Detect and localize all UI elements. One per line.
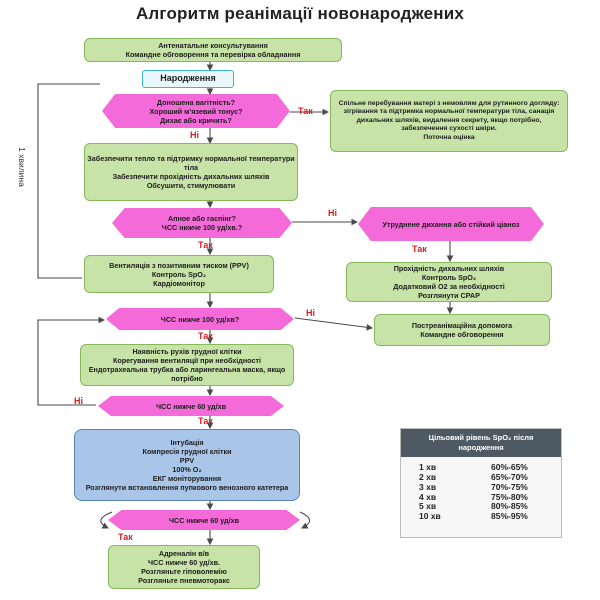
- airway-line-2: Контроль SpO₂: [421, 273, 477, 282]
- warmth-airway-box: Забезпечити тепло та підтримку нормально…: [84, 143, 298, 201]
- spo2-row: 1 хв 60%-65%: [419, 462, 553, 473]
- birth-label: Народження: [160, 73, 216, 84]
- spo2-time: 4 хв: [419, 491, 437, 502]
- decision-hr100: ЧСС нижче 100 уд/хв?: [106, 308, 294, 330]
- intubation-line-3: PPV: [179, 456, 195, 465]
- spo2-table-header: Цільовий рівень SpO₂ після народження: [401, 429, 561, 458]
- spo2-time: 2 хв: [419, 472, 437, 483]
- adrenaline-line-3: Розгляньте гіповолемію: [141, 567, 227, 576]
- routine-care-box: Спільне перебування матері з немовлям дл…: [330, 90, 568, 152]
- spo2-range: 65%-70%: [491, 472, 528, 483]
- q-hr100-text: ЧСС нижче 100 уд/хв?: [160, 314, 240, 324]
- label-no-apnea: Ні: [328, 208, 337, 218]
- spo2-range: 85%-95%: [491, 511, 528, 522]
- chest-line-3: Ендотрахеальна трубка або ларингеальна м…: [88, 365, 286, 383]
- label-no-term: Ні: [190, 130, 199, 140]
- spo2-row: 10 хв 85%-95%: [419, 511, 553, 522]
- intubation-line-5: ЕКГ моніторування: [152, 474, 222, 483]
- spo2-range: 60%-65%: [491, 462, 528, 473]
- label-no-hr60: Ні: [74, 396, 83, 406]
- one-minute-label: 1 хвилина: [17, 147, 27, 187]
- airway-line-3: Додатковий O2 за необхідності: [393, 282, 505, 291]
- chest-line-1: Наявність рухів грудної клітки: [132, 347, 242, 356]
- q-apnea-line-2: ЧСС нижче 100 уд/хв.?: [161, 223, 243, 232]
- q-term-line-3: Дихає або кричить?: [160, 115, 232, 125]
- spo2-range: 70%-75%: [491, 481, 528, 492]
- label-yes-hr60: Так: [198, 416, 213, 426]
- decision-apnea-hr100: Апное або гаспінг?ЧСС нижче 100 уд/хв.?: [112, 208, 292, 238]
- decision-hr60-first: ЧСС нижче 60 уд/хв: [98, 396, 284, 416]
- spo2-row: 5 хв 80%-85%: [419, 502, 553, 512]
- spo2-time: 10 хв: [419, 511, 441, 522]
- ppv-line-1: Вентиляція з позитивним тиском (PPV): [109, 260, 249, 270]
- warmth-line-2: Забезпечити прохідність дихальних шляхів: [112, 172, 270, 181]
- decision-term-tone-breathing: Доношена вагітність?Хороший м'язевий тон…: [102, 94, 290, 128]
- warmth-line-3: Обсушити, стимулювати: [146, 181, 236, 190]
- post-line-2: Командне обговорення: [420, 330, 504, 339]
- intubation-line-6: Розглянути встановлення пупкового венозн…: [85, 483, 289, 492]
- adrenaline-line-4: Розгляньте пневмоторакс: [138, 576, 230, 585]
- spo2-time: 5 хв: [419, 501, 437, 512]
- q-labored-text: Утруднене дихання або стійкий ціаноз: [382, 219, 520, 229]
- label-yes-labored: Так: [412, 244, 427, 254]
- adrenaline-line-2: ЧСС нижче 60 уд/хв.: [147, 558, 221, 567]
- antenatal-line-1: Антенатальне консультування: [158, 41, 268, 50]
- page-title: Алгоритм реанімації новонароджених: [135, 4, 465, 23]
- label-yes-hr100: Так: [198, 331, 213, 341]
- intubation-line-2: Компресія грудної клітки: [142, 447, 232, 456]
- antenatal-line-2: Командне обговорення та перевірка обладн…: [125, 50, 301, 59]
- intubation-box: Інтубація Компресія грудної клітки PPV 1…: [74, 429, 300, 501]
- intubation-line-1: Інтубація: [170, 438, 204, 447]
- intubation-line-4: 100% O₂: [172, 465, 202, 474]
- adrenaline-line-1: Адреналін в/в: [158, 549, 210, 558]
- q-hr60a-text: ЧСС нижче 60 уд/хв: [155, 401, 227, 411]
- ppv-line-2: Контроль SpO₂: [151, 269, 207, 279]
- spo2-target-table: Цільовий рівень SpO₂ після народження 1 …: [400, 428, 562, 538]
- spo2-row: 3 хв 70%-75%: [419, 481, 553, 493]
- decision-hr60-second: ЧСС нижче 60 уд/хв: [108, 510, 300, 530]
- post-line-1: Постреанімаційна допомога: [411, 321, 513, 330]
- label-yes-apnea: Так: [198, 240, 213, 250]
- label-yes-hr60-second: Так: [118, 532, 133, 542]
- spo2-row: 2 хв 65%-70%: [419, 472, 553, 483]
- q-apnea-line-1: Апное або гаспінг?: [167, 214, 237, 223]
- q-hr60b-text: ЧСС нижче 60 уд/хв: [168, 515, 240, 525]
- routine-text: Спільне перебування матері з немовлям дл…: [338, 99, 560, 133]
- routine-assessment: Поточна оцінка: [423, 133, 475, 141]
- airway-line-4: Розглянути CPAP: [418, 291, 480, 300]
- label-yes-routine: Так: [298, 106, 313, 116]
- spo2-row: 4 хв 75%-80%: [419, 491, 553, 503]
- warmth-line-1: Забезпечити тепло та підтримку нормально…: [87, 154, 295, 172]
- q-term-line-1: Доношена вагітність?: [156, 97, 236, 107]
- ppv-box: Вентиляція з позитивним тиском (PPV)Конт…: [84, 255, 274, 293]
- spo2-range: 75%-80%: [491, 491, 528, 502]
- q-term-line-2: Хороший м'язевий тонус?: [149, 106, 243, 116]
- label-no-hr100: Ні: [306, 308, 315, 318]
- spo2-range: 80%-85%: [491, 501, 528, 512]
- spo2-time: 3 хв: [419, 481, 437, 492]
- airway-line-1: Прохідність дихальних шляхів: [393, 264, 505, 273]
- decision-labored-breathing: Утруднене дихання або стійкий ціаноз: [358, 207, 544, 241]
- ppv-line-3: Кардіомонітор: [153, 278, 205, 288]
- spo2-time: 1 хв: [419, 462, 437, 473]
- chest-line-2: Корегування вентиляції при необхідності: [113, 356, 261, 365]
- birth-box: Народження: [142, 70, 234, 88]
